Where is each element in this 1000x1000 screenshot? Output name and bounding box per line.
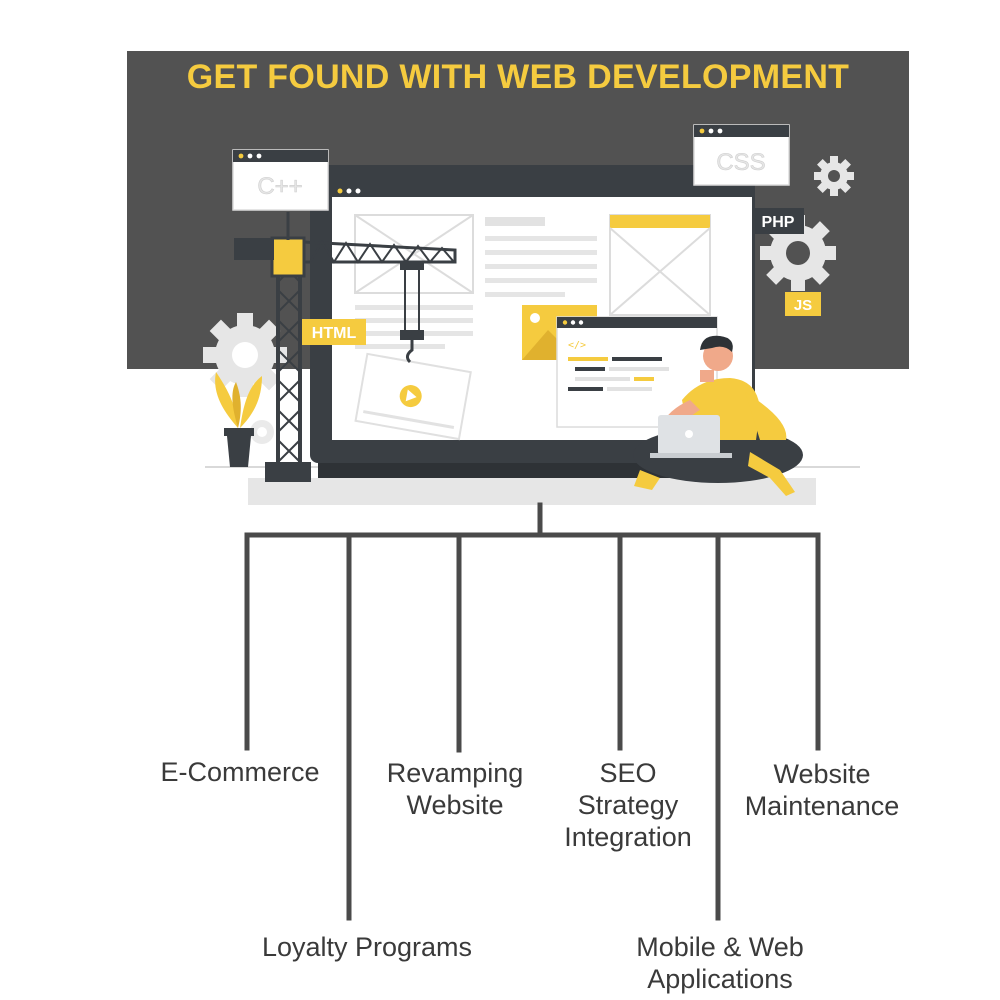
plant-icon [215,372,262,467]
branch-connectors [244,502,821,921]
gear-icon [250,420,274,444]
svg-text:CSS: CSS [716,149,765,176]
svg-text:JS: JS [794,297,812,314]
gear-icon [760,215,836,291]
svg-text:PHP: PHP [762,214,795,231]
svg-text:HTML: HTML [312,325,357,342]
php-badge: PHP [752,208,804,234]
js-badge: JS [785,292,821,316]
css-badge: CSS [693,124,790,186]
branch-label-mobile: Mobile & Web Applications [636,932,804,994]
cpp-badge: C++ [232,149,329,211]
person-icon [633,335,803,496]
branch-label-loyalty: Loyalty Programs [261,932,473,962]
video-card [354,352,472,441]
branch-label-revamping: Revamping Website [386,758,524,820]
svg-text:</>: </> [568,340,586,351]
html-badge: HTML [302,319,366,345]
branch-label-seo: SEO Strategy Integration [564,758,692,852]
gear-icon [814,156,854,196]
crane-icon [234,212,457,482]
branch-label-maintenance: Website Maintenance [744,759,900,821]
branch-label-ecommerce: E-Commerce [160,757,320,787]
page-title: GET FOUND WITH WEB DEVELOPMENT [186,58,850,96]
laptop-icon [650,415,732,458]
svg-text:C++: C++ [257,173,302,200]
